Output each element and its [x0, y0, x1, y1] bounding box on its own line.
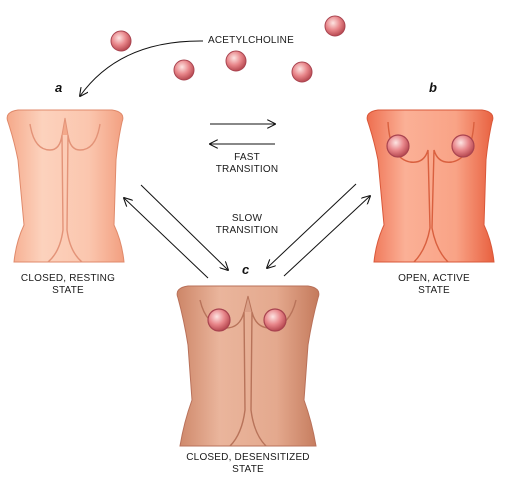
state-c-line1: CLOSED, DESENSITIZED — [186, 452, 310, 463]
acetylcholine-molecule — [110, 30, 132, 52]
state-a-label: CLOSED, RESTING STATE — [3, 273, 133, 297]
state-b-letter: b — [429, 80, 437, 95]
fast-transition-line2: TRANSITION — [215, 164, 279, 175]
receptor-open-active — [366, 109, 495, 263]
acetylcholine-molecule — [173, 59, 195, 81]
receptor-closed-desensitized — [176, 285, 320, 447]
state-a-line1: CLOSED, RESTING — [20, 273, 116, 284]
state-a-line2: STATE — [52, 285, 84, 296]
state-b-label: OPEN, ACTIVE STATE — [369, 273, 499, 297]
fast-transition-line1: FAST — [234, 152, 260, 163]
state-b-line2: STATE — [418, 285, 450, 296]
bound-acetylcholine-molecule — [263, 308, 287, 332]
slow-transition-label: SLOW TRANSITION — [207, 213, 287, 237]
state-a-letter: a — [55, 80, 63, 95]
acetylcholine-label: ACETYLCHOLINE — [208, 35, 294, 47]
bound-acetylcholine-molecule — [451, 134, 475, 158]
acetylcholine-molecule — [324, 15, 346, 37]
bound-acetylcholine-molecule — [386, 134, 410, 158]
receptor-closed-resting — [6, 109, 125, 263]
acetylcholine-molecule — [225, 50, 247, 72]
slow-transition-line1: SLOW — [231, 213, 263, 224]
state-c-label: CLOSED, DESENSITIZED STATE — [173, 452, 323, 476]
state-c-letter: c — [242, 262, 250, 277]
slow-b-to-c-arrow — [267, 183, 357, 268]
free-acetylcholine-molecules — [110, 15, 346, 83]
state-b-line1: OPEN, ACTIVE — [398, 273, 470, 284]
slow-transition-line2: TRANSITION — [215, 225, 279, 236]
fast-transition-label: FAST TRANSITION — [207, 152, 287, 176]
acetylcholine-molecule — [291, 61, 313, 83]
ligand-pointer-arrow — [80, 40, 204, 96]
slow-c-to-a-arrow — [124, 198, 209, 279]
bound-acetylcholine-molecule — [207, 308, 231, 332]
slow-c-to-b-arrow — [283, 196, 370, 277]
bound-acetylcholine — [207, 134, 475, 332]
acetylcholine-label-text: ACETYLCHOLINE — [208, 35, 294, 46]
state-c-line2: STATE — [232, 464, 264, 475]
slow-a-to-c-arrow — [140, 184, 228, 270]
